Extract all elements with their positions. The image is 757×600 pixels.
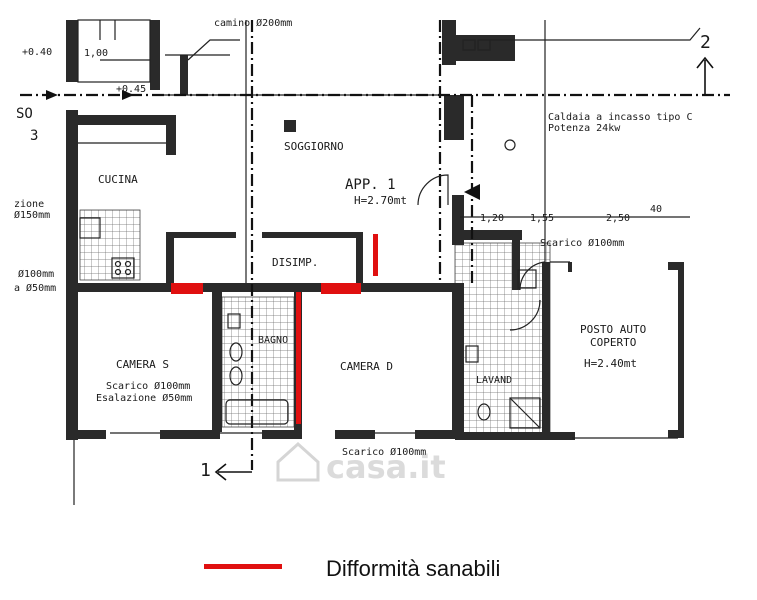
bagno-tub-icon xyxy=(225,399,289,425)
cucina-counter-tiles xyxy=(79,209,141,281)
label-dim-155: 1,55 xyxy=(530,213,554,224)
bagno-bidet-icon xyxy=(229,366,243,386)
legend-swatch xyxy=(204,564,282,569)
difformita-mark-3 xyxy=(373,234,378,276)
watermark: casa.it xyxy=(276,441,446,486)
boiler-box-icon xyxy=(517,269,537,289)
room-labels: CUCINA SOGGIORNO APP. 1 H=2.70mt DISIMP.… xyxy=(98,140,646,386)
label-level-100: 1,00 xyxy=(84,48,108,59)
watermark-text: casa.it xyxy=(326,448,446,486)
lavand-floor-tiles xyxy=(454,242,551,434)
section-2-arrow-icon xyxy=(696,56,714,95)
label-dim-250: 2,50 xyxy=(606,213,630,224)
difformita-mark-2 xyxy=(321,283,361,294)
label-app-name: APP. 1 xyxy=(345,177,396,193)
pillar-icon xyxy=(284,120,296,132)
label-so-3: 3 xyxy=(30,128,38,144)
cucina-sink-icon xyxy=(79,217,101,239)
label-level-045: +0.45 xyxy=(116,84,146,95)
caldaia-icon xyxy=(504,139,516,151)
label-disimp: DISIMP. xyxy=(272,256,318,269)
label-coperto: COPERTO xyxy=(590,336,636,349)
label-scarico-bottom: Scarico Ø100mm xyxy=(342,446,426,458)
lavand-wc-icon xyxy=(477,403,491,421)
label-camera-d: CAMERA D xyxy=(340,360,393,373)
difformita-mark-4 xyxy=(296,292,301,424)
arrow-mid-icon xyxy=(122,90,134,100)
label-section-2: 2 xyxy=(700,32,711,53)
label-scarico-cam-s: Scarico Ø100mm xyxy=(106,380,190,392)
label-caldaia-1: Caldaia a incasso tipo C xyxy=(548,112,693,123)
label-app-height: H=2.70mt xyxy=(354,194,407,207)
label-dim-40: 40 xyxy=(650,204,662,215)
label-lavand: LAVAND xyxy=(476,375,512,386)
label-scarico-right: Scarico Ø100mm xyxy=(540,237,624,249)
annotation-labels: Scarico Ø100mm Esalazione Ø50mm Scarico … xyxy=(14,17,711,481)
label-left-zione: zione xyxy=(14,199,44,210)
bagno-floor-tiles xyxy=(221,296,295,428)
garage-door-icon xyxy=(509,299,541,331)
cucina-hob-icon xyxy=(111,257,135,279)
label-dim-120: 1,20 xyxy=(480,213,504,224)
label-left-50: a Ø50mm xyxy=(14,282,56,294)
lavand-door-icon xyxy=(519,261,546,291)
legend-label: Difformità sanabili xyxy=(326,556,500,581)
lavand-sink-icon xyxy=(465,345,479,363)
section-1-arrow-icon xyxy=(214,463,252,481)
label-left-100: Ø100mm xyxy=(18,268,54,280)
label-level-040: +0.40 xyxy=(22,47,52,58)
label-cucina: CUCINA xyxy=(98,173,138,186)
entrance-door-icon xyxy=(417,174,449,206)
difformita-marks xyxy=(171,234,378,424)
label-camino: camino Ø200mm xyxy=(214,17,292,29)
label-posto-height: H=2.40mt xyxy=(584,357,637,370)
entrance-arrow-icon xyxy=(464,184,480,200)
label-esalazione-cam-s: Esalazione Ø50mm xyxy=(96,392,192,404)
lavand-shower-icon xyxy=(509,397,541,429)
label-camera-s: CAMERA S xyxy=(116,358,169,371)
label-section-1: 1 xyxy=(200,460,211,481)
bagno-sink-icon xyxy=(227,313,241,329)
label-so: SO xyxy=(16,106,33,122)
label-posto-auto: POSTO AUTO xyxy=(580,323,646,336)
difformita-mark-1 xyxy=(171,283,203,294)
label-caldaia-2: Potenza 24kw xyxy=(548,123,621,134)
bagno-wc-icon xyxy=(229,342,243,362)
thin-lines xyxy=(73,19,701,505)
label-bagno: BAGNO xyxy=(258,335,288,346)
label-left-150: Ø150mm xyxy=(14,209,50,221)
legend: Difformità sanabili xyxy=(204,556,500,581)
watermark-house-icon xyxy=(276,441,320,482)
arrow-left-icon xyxy=(46,90,58,100)
label-soggiorno: SOGGIORNO xyxy=(284,140,344,153)
walls xyxy=(66,20,684,440)
fixtures xyxy=(79,39,541,429)
